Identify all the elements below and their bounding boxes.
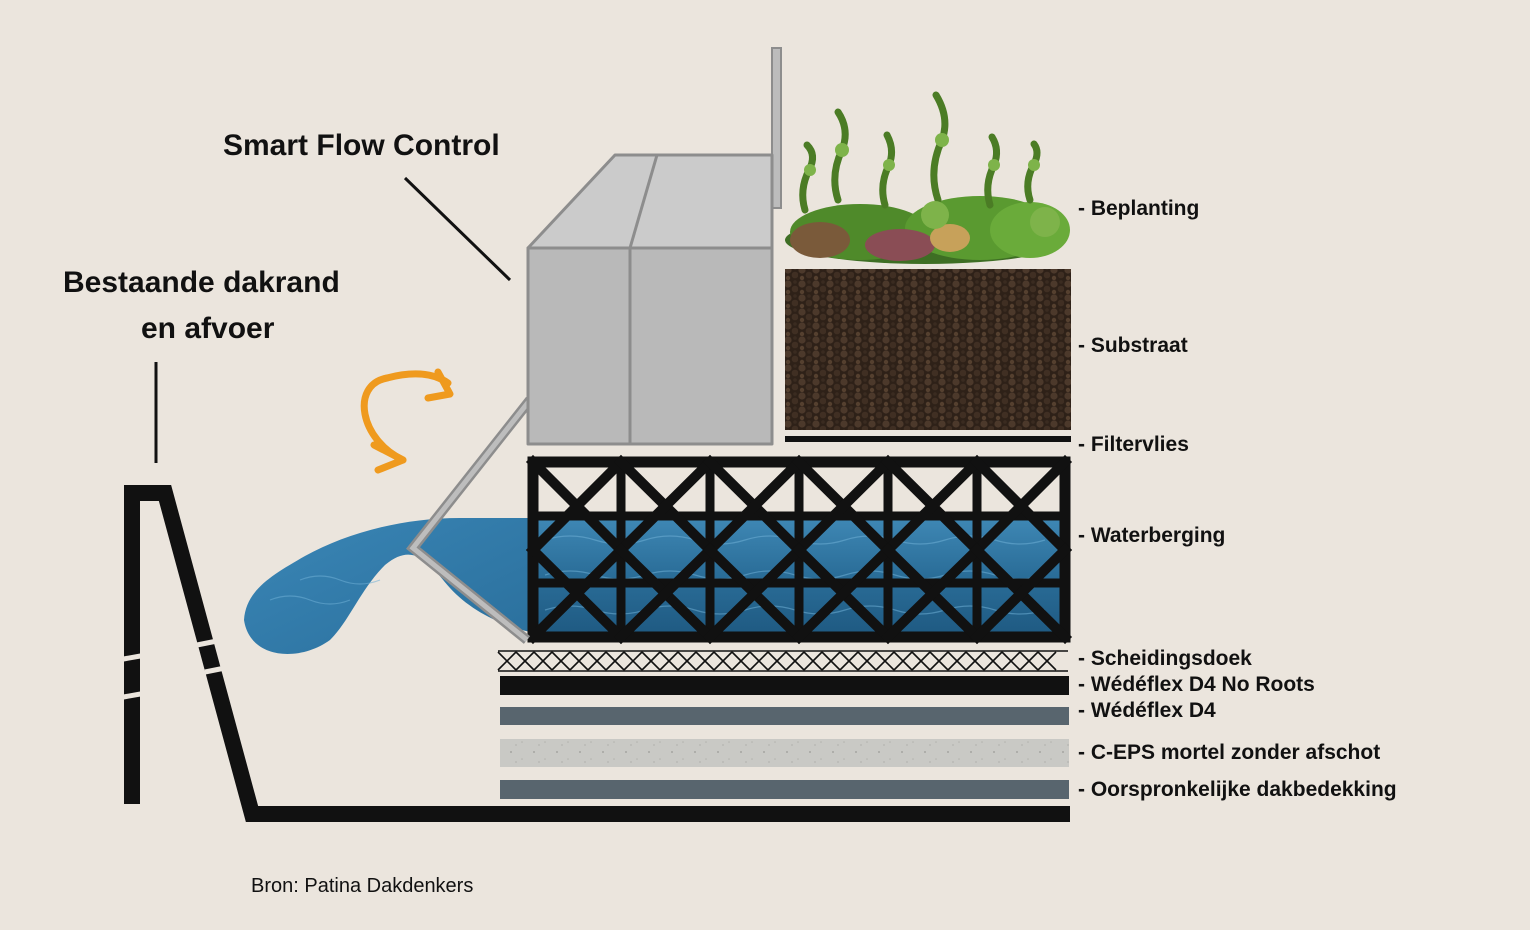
substrate-layer (785, 269, 1071, 430)
flow-control-rod (771, 47, 782, 209)
roof-edge-parapet (124, 485, 1070, 822)
layer-label-wedeflex-d4: - Wédéflex D4 (1078, 699, 1216, 722)
layer-label-filter-fleece: - Filtervlies (1078, 433, 1189, 456)
layer-label-separation-cloth: - Scheidingsdoek (1078, 647, 1252, 670)
ceps-mortar-layer (500, 739, 1069, 767)
layer-label-ceps-mortar: - C-EPS mortel zonder afschot (1078, 741, 1381, 764)
layer-label-substrate: - Substraat (1078, 334, 1188, 357)
layer-label-water-storage: - Waterberging (1078, 524, 1226, 547)
source-credit: Bron: Patina Dakdenkers (251, 875, 474, 897)
filter-fleece-layer (785, 436, 1071, 442)
roof-edge-label-line2: en afvoer (141, 312, 275, 345)
wedeflex-no-roots-layer (500, 676, 1069, 695)
original-roofing-layer (500, 780, 1069, 799)
smart-flow-control-label: Smart Flow Control (223, 129, 500, 162)
smart-flow-leader-line (403, 176, 512, 282)
parapet-breaks (117, 637, 231, 701)
water-storage-crate (525, 454, 1073, 645)
water-overflow-puddle (244, 518, 530, 654)
layer-label-planting: - Beplanting (1078, 197, 1200, 220)
flow-direction-arrow (360, 368, 454, 474)
layer-label-wedeflex-no-roots: - Wédéflex D4 No Roots (1078, 673, 1315, 696)
roof-edge-label-line1: Bestaande dakrand (63, 266, 340, 299)
smart-flow-control-box (526, 153, 774, 446)
separation-cloth-layer (497, 650, 1068, 672)
layer-label-original-roofing: - Oorspronkelijke dakbedekking (1078, 778, 1397, 801)
wedeflex-d4-layer (500, 707, 1069, 725)
smart-flow-control-pipe-inner (409, 398, 532, 642)
plants-illustration (785, 91, 1070, 264)
